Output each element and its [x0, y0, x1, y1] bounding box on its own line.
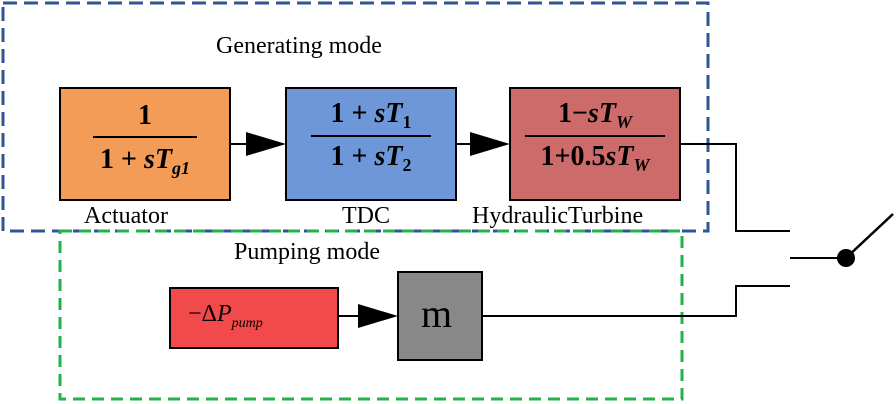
switch-blade: [845, 213, 894, 259]
actuator-label: Actuator: [84, 203, 168, 229]
m-output-wire: [482, 285, 790, 317]
arrowhead-actuator-tdc: [246, 132, 286, 156]
arrowhead-tdc-turbine: [470, 132, 510, 156]
turbine-fraction-bar: [525, 135, 665, 137]
turbine-numerator: 1−sTW: [558, 98, 632, 132]
tdc-transfer-function: 1 + sT1 1 + sT2: [306, 100, 436, 174]
m-block: [397, 271, 483, 361]
turbine-label: HydraulicTurbine: [472, 203, 644, 229]
pump-block: [169, 287, 339, 349]
tdc-denominator: 1 + sT2: [330, 141, 412, 175]
turbine-output-wire: [680, 143, 790, 232]
arrowhead-pump-m: [358, 304, 398, 328]
tdc-block: [285, 87, 457, 201]
tdc-numerator: 1 + sT1: [330, 98, 412, 132]
turbine-transfer-function: 1−sTW 1+0.5sTW: [518, 100, 672, 174]
actuator-fraction-bar: [93, 136, 197, 138]
turbine-denominator: 1+0.5sTW: [540, 141, 650, 175]
tdc-label: TDC: [342, 203, 390, 229]
pumping-mode-title: Pumping mode: [234, 239, 381, 265]
m-block-label: m: [421, 291, 453, 336]
tdc-fraction-bar: [311, 135, 431, 137]
actuator-transfer-function: 1 1 + sTg1: [90, 102, 200, 177]
generating-mode-title: Generating mode: [216, 33, 382, 59]
actuator-numerator: 1: [138, 100, 152, 131]
actuator-denominator: 1 + sTg1: [100, 144, 190, 178]
pump-power-label: −ΔPpump: [188, 301, 263, 331]
